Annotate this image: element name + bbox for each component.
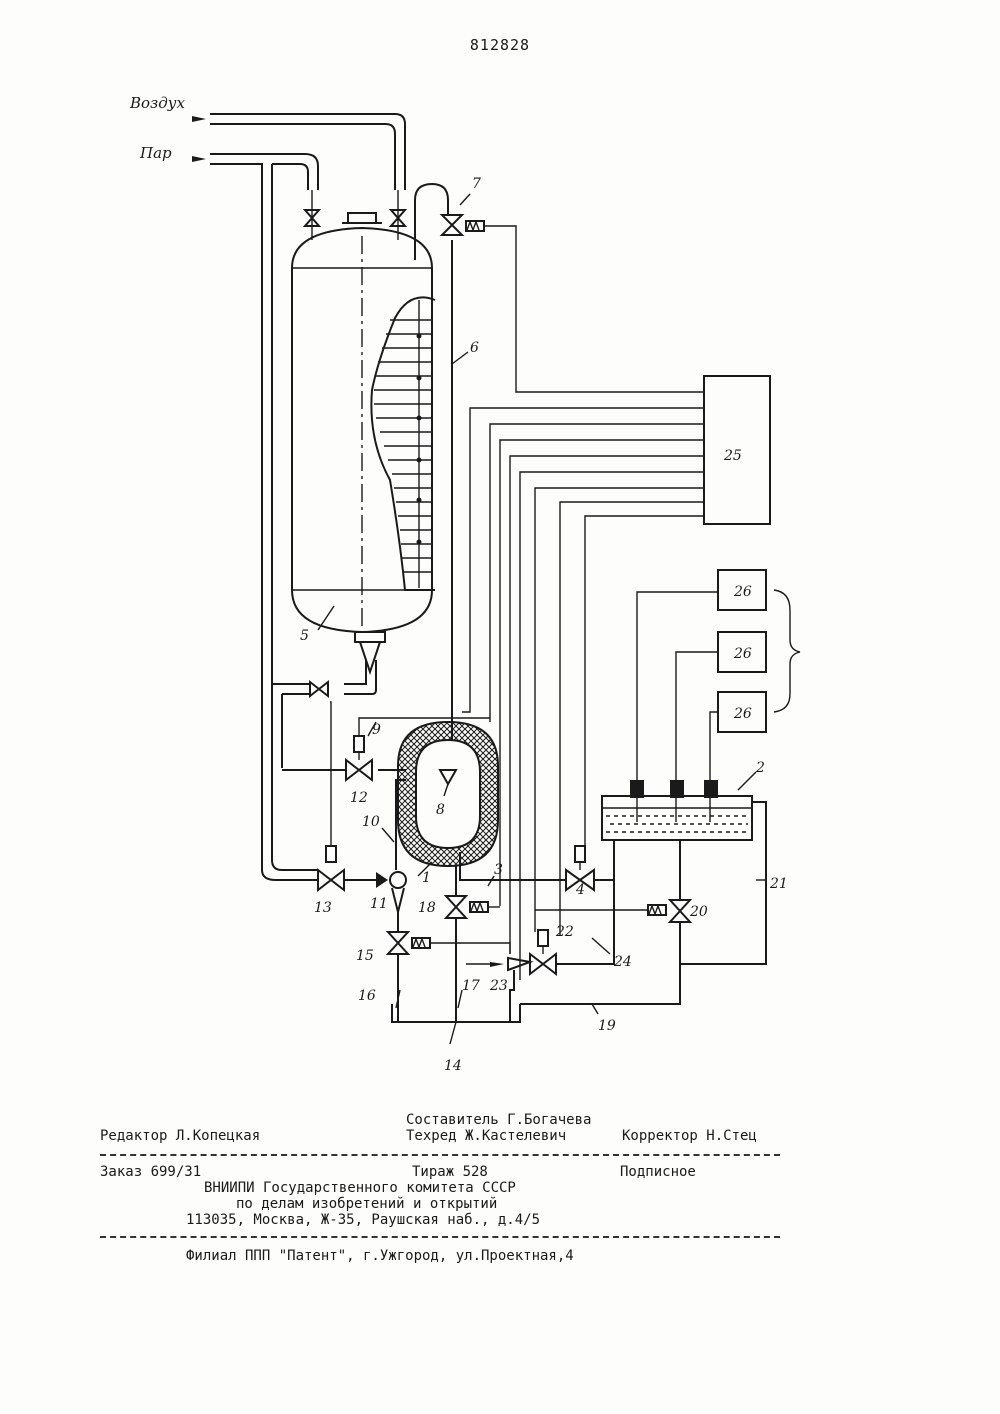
label-22: 22 [555, 924, 574, 940]
label-26-a: 26 [733, 584, 752, 600]
label-3: 3 [494, 862, 503, 878]
label-18: 18 [418, 900, 436, 916]
label-16: 16 [358, 988, 376, 1004]
valve-15-icon [388, 932, 510, 1022]
line-6 [415, 184, 468, 782]
steam-label: Пар [139, 144, 172, 162]
label-23: 23 [489, 978, 508, 994]
label-8: 8 [436, 802, 445, 818]
label-10: 10 [362, 814, 380, 830]
order: Заказ 699/31 [100, 1164, 201, 1180]
label-14: 14 [444, 1058, 462, 1074]
circulation: Тираж 528 [412, 1164, 488, 1180]
label-15: 15 [356, 948, 374, 964]
rule-top [100, 1154, 780, 1156]
label-9: 9 [372, 722, 381, 738]
techred: Техред Ж.Кастелевич [406, 1128, 566, 1144]
process-schematic: Воздух Пар 1 2 3 4 5 6 7 8 9 10 11 12 13… [0, 0, 1000, 1100]
compiler: Составитель Г.Богачева [406, 1112, 591, 1128]
rule-bottom [100, 1236, 780, 1238]
label-11: 11 [370, 896, 388, 912]
label-26-b: 26 [733, 646, 752, 662]
label-1: 1 [422, 870, 431, 886]
tank-2 [560, 772, 766, 964]
label-17: 17 [462, 978, 480, 994]
label-25: 25 [723, 448, 742, 464]
instrument-blocks-26 [637, 570, 800, 784]
steam-inlet-pipe [192, 154, 318, 820]
subscription: Подписное [620, 1164, 696, 1180]
label-21: 21 [769, 876, 788, 892]
label-20: 20 [689, 904, 708, 920]
top-flange [342, 213, 382, 223]
label-13: 13 [314, 900, 332, 916]
org-address: 113035, Москва, Ж-35, Раушская наб., д.4… [186, 1212, 540, 1228]
corrector: Корректор Н.Стец [622, 1128, 757, 1144]
label-12: 12 [350, 790, 368, 806]
valve-18-icon [446, 866, 500, 1022]
air-label: Воздух [129, 94, 185, 112]
vessel-5 [292, 228, 435, 632]
valve-22-icon [466, 930, 560, 1022]
label-26-c: 26 [733, 706, 752, 722]
valve-7-icon [442, 194, 704, 392]
label-5: 5 [300, 628, 309, 644]
label-4: 4 [575, 882, 585, 898]
branch: Филиал ППП "Патент", г.Ужгород, ул.Проек… [186, 1248, 574, 1264]
editor: Редактор Л.Копецкая [100, 1128, 260, 1144]
org-line1: ВНИИПИ Государственного комитета СССР [204, 1180, 516, 1196]
vessel-bottom-outlet [272, 632, 385, 768]
label-24: 24 [613, 954, 632, 970]
heat-exchanger-1 [378, 722, 498, 876]
org-line2: по делам изобретений и открытий [236, 1196, 497, 1212]
label-2: 2 [755, 760, 765, 776]
label-19: 19 [598, 1018, 616, 1034]
label-7: 7 [472, 176, 481, 192]
label-6: 6 [470, 340, 479, 356]
controller-25 [462, 376, 770, 980]
